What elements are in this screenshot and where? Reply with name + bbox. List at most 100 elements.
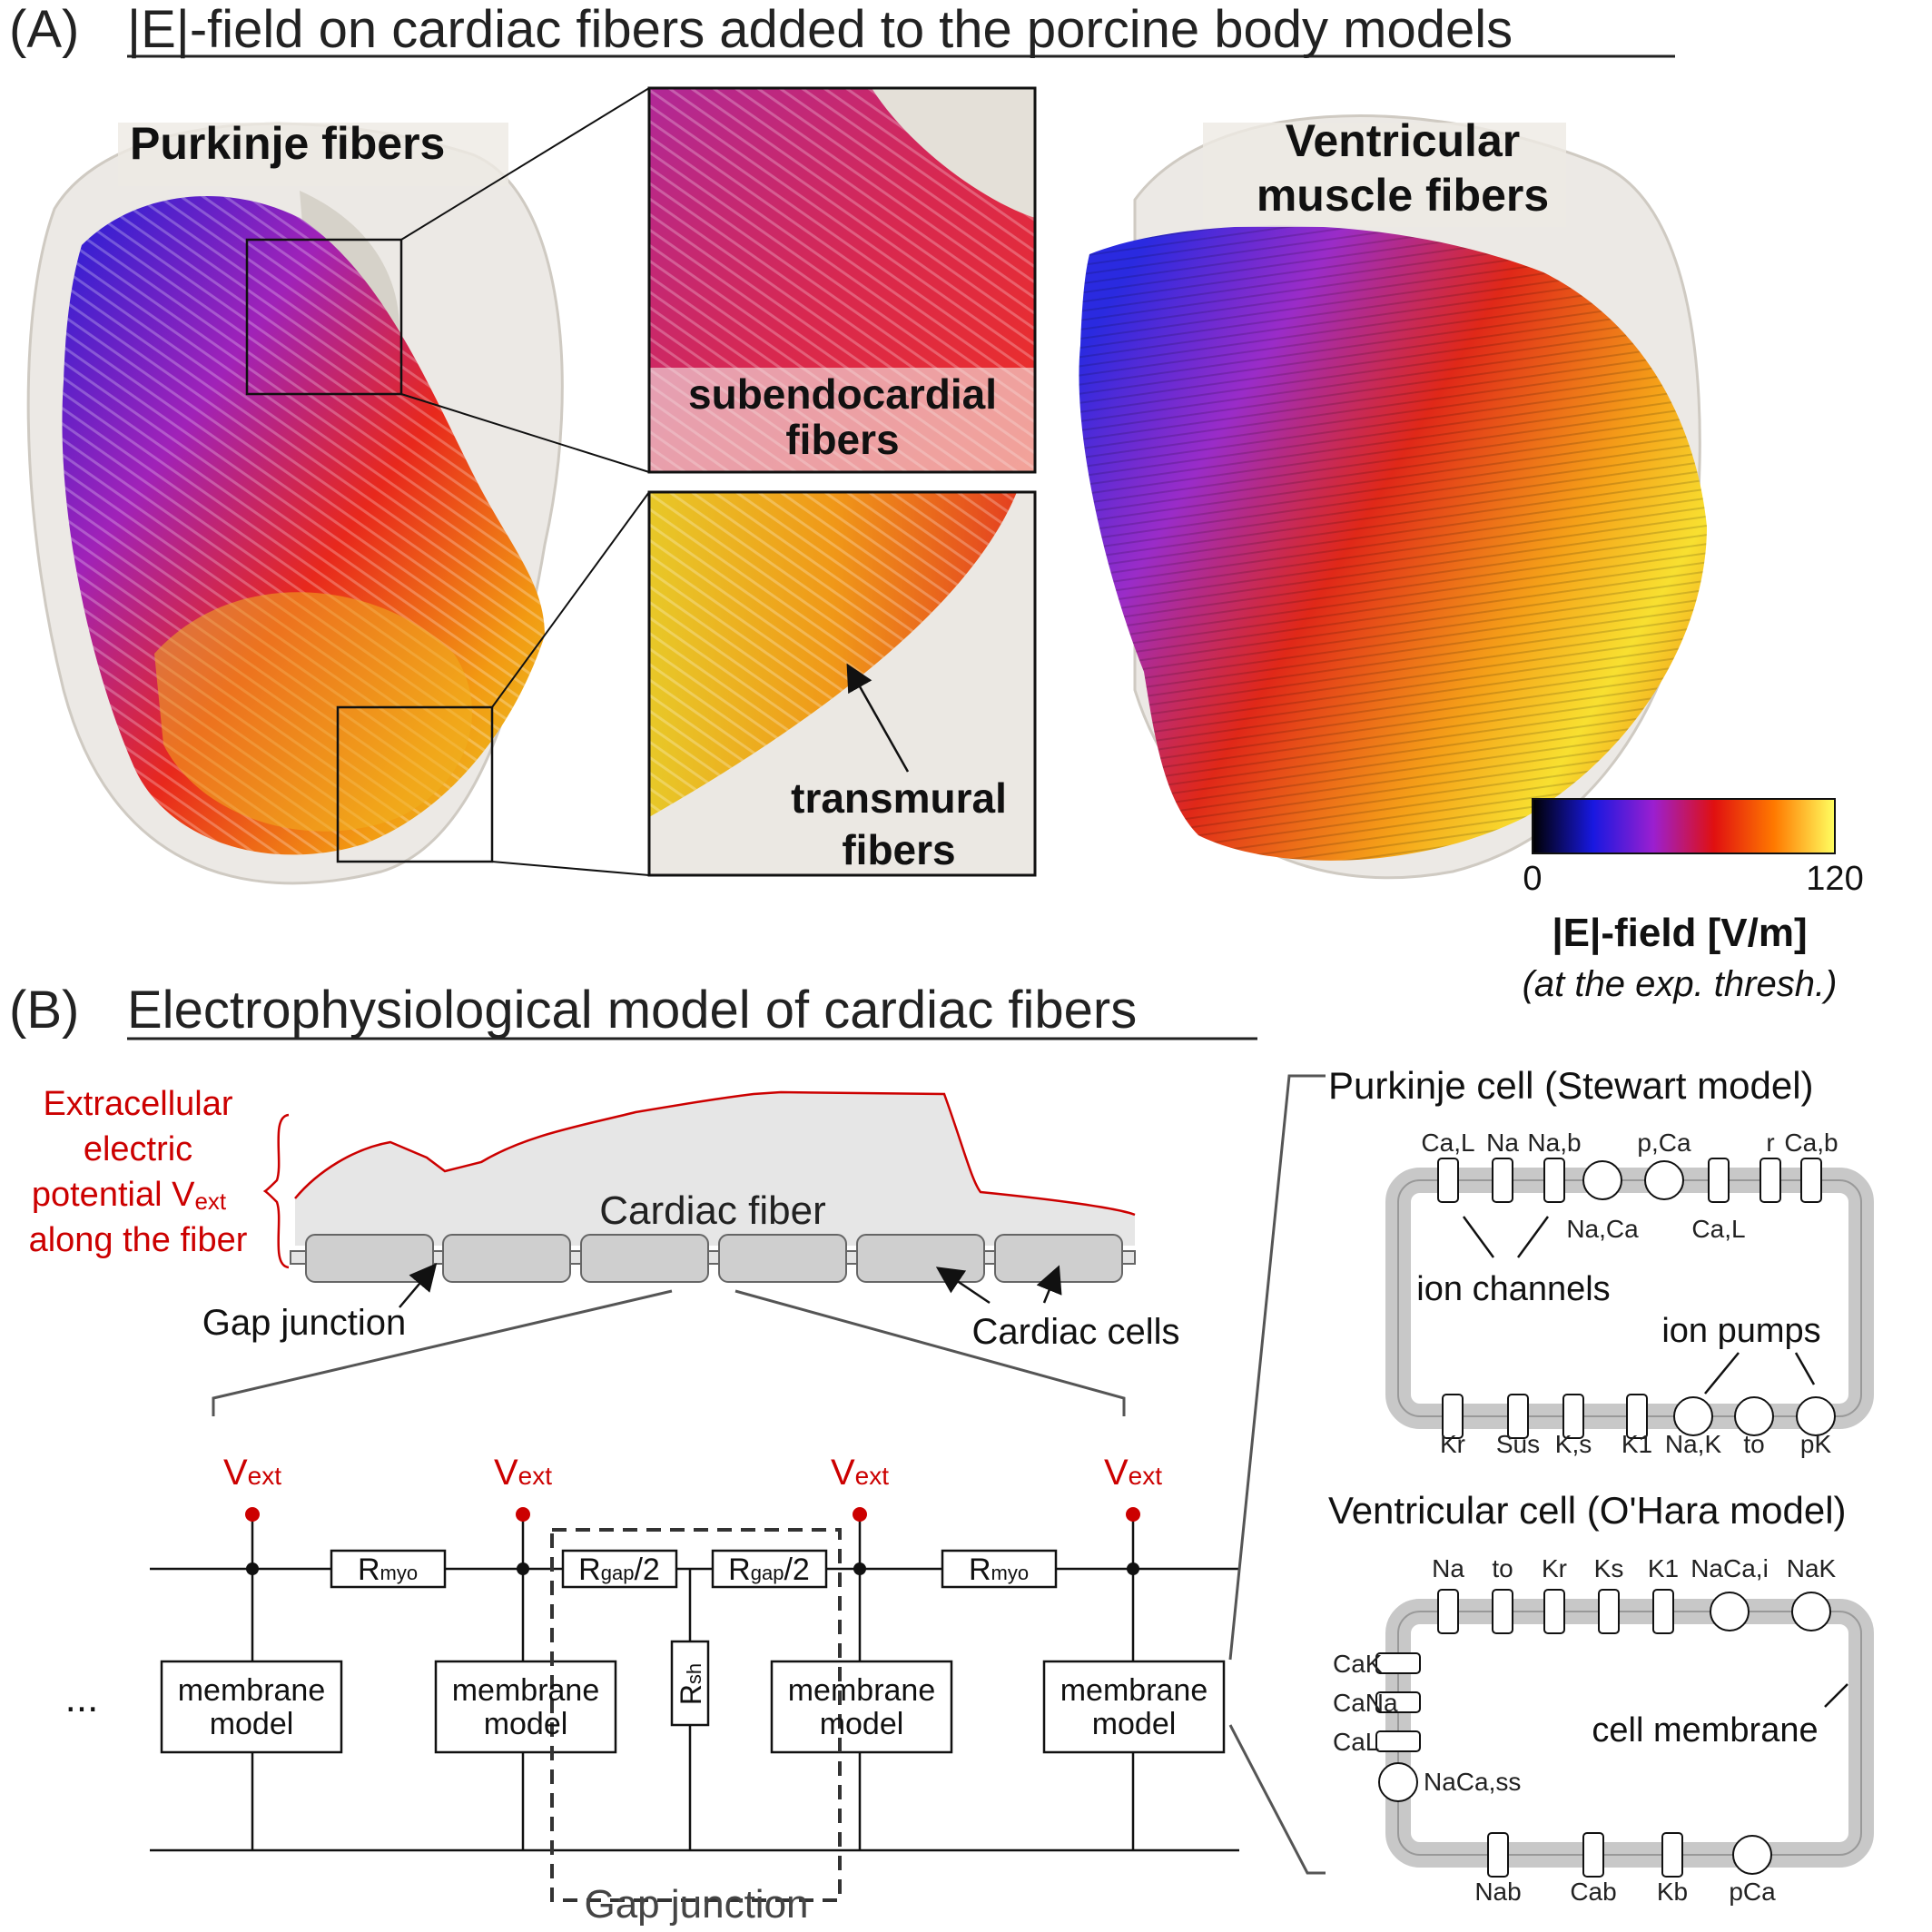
gap-junction-arrow bbox=[399, 1263, 438, 1308]
inset-subendocardial bbox=[647, 86, 1037, 474]
ion-pump bbox=[1734, 1396, 1774, 1436]
ion-label: NaCa,i bbox=[1690, 1554, 1769, 1582]
zoom-box-bottom bbox=[336, 705, 494, 863]
ion-label: to bbox=[1492, 1554, 1513, 1582]
membrane-model-label: model bbox=[484, 1707, 568, 1741]
colorbar-min: 0 bbox=[1523, 860, 1542, 898]
ion-label: Kr bbox=[1542, 1554, 1567, 1582]
ion-channel bbox=[1375, 1691, 1421, 1713]
ion-label: K1 bbox=[1648, 1554, 1679, 1582]
vext-label-2: electric bbox=[84, 1130, 192, 1168]
rsh-label: Rsh bbox=[675, 1663, 707, 1705]
membrane-model-label: membrane bbox=[178, 1673, 326, 1708]
ion-label: p,Ca bbox=[1637, 1129, 1691, 1157]
ion-pump bbox=[1710, 1592, 1750, 1631]
ion-label: Kb bbox=[1657, 1878, 1688, 1906]
ion-label: Sus bbox=[1496, 1430, 1540, 1458]
cardiac-cells-arrow bbox=[1036, 1265, 1062, 1304]
cell-membrane-label: cell membrane bbox=[1592, 1711, 1818, 1750]
vext-profile-curve bbox=[294, 1090, 1136, 1217]
ion-label: Na,K bbox=[1665, 1430, 1722, 1458]
ion-channel bbox=[1626, 1394, 1648, 1439]
ion-pump bbox=[1582, 1160, 1622, 1200]
ion-pump bbox=[1796, 1396, 1836, 1436]
purkinje-cell-title: Purkinje cell (Stewart model) bbox=[1328, 1064, 1814, 1107]
purkinje-heart-render bbox=[26, 122, 564, 885]
membrane-model-label: model bbox=[820, 1707, 904, 1741]
ion-channel bbox=[1492, 1158, 1513, 1203]
ion-channel bbox=[1375, 1652, 1421, 1674]
purkinje-label-cal2: Ca,L bbox=[1691, 1215, 1745, 1243]
panel-a-letter: (A) bbox=[9, 0, 79, 59]
transmural-label-2: fibers bbox=[842, 826, 955, 873]
ion-channel bbox=[1652, 1589, 1674, 1634]
cardiac-fiber-label: Cardiac fiber bbox=[599, 1188, 825, 1233]
ion-pump bbox=[1644, 1160, 1684, 1200]
ion-pump bbox=[1732, 1835, 1772, 1875]
rmyo-label: Rmyo bbox=[969, 1552, 1029, 1587]
vext-label-4: along the fiber bbox=[29, 1221, 248, 1259]
ion-label: Na bbox=[1486, 1129, 1519, 1157]
cardiac-cells-label: Cardiac cells bbox=[972, 1312, 1180, 1352]
ion-channel bbox=[1543, 1158, 1565, 1203]
ventricular-label-1: Ventricular bbox=[1286, 115, 1520, 166]
vext-profile-fill bbox=[295, 1092, 1135, 1246]
vext-label-1: Extracellular bbox=[43, 1085, 232, 1123]
ion-pump bbox=[1673, 1396, 1713, 1436]
circuit-diagram bbox=[150, 1507, 1239, 1902]
ion-pump-pointer bbox=[1794, 1352, 1816, 1385]
zoom-bracket-left bbox=[212, 1289, 673, 1416]
membrane-model-label: membrane bbox=[452, 1673, 600, 1708]
cell-bracket-top bbox=[1228, 1074, 1326, 1661]
ion-label: Cab bbox=[1570, 1878, 1616, 1906]
ion-label: CaNa bbox=[1333, 1689, 1398, 1717]
ion-channel bbox=[1375, 1730, 1421, 1752]
ion-label: CaL bbox=[1333, 1728, 1379, 1756]
subendocardial-label-2: fibers bbox=[785, 416, 899, 463]
ion-channel bbox=[1507, 1394, 1529, 1439]
gap-junction-arrow-label: Gap junction bbox=[202, 1303, 407, 1343]
panel-a-title: |E|-field on cardiac fibers added to the… bbox=[127, 0, 1513, 59]
transmural-arrow bbox=[846, 663, 910, 773]
ion-label: Na bbox=[1432, 1554, 1464, 1582]
cell-membrane-pointer bbox=[1824, 1683, 1848, 1708]
ion-label: to bbox=[1743, 1430, 1764, 1458]
zoom-bracket-right bbox=[734, 1289, 1126, 1416]
ventricular-cell-title: Ventricular cell (O'Hara model) bbox=[1328, 1489, 1847, 1532]
ion-label: NaK bbox=[1787, 1554, 1837, 1582]
panel-b-letter: (B) bbox=[9, 981, 79, 1040]
ion-channel bbox=[1760, 1158, 1781, 1203]
colorbar-max: 120 bbox=[1806, 860, 1863, 898]
ion-label: Kr bbox=[1440, 1430, 1465, 1458]
ventricular-label-bg bbox=[1203, 123, 1566, 227]
zoom-line bbox=[400, 87, 650, 241]
membrane-model-label: model bbox=[1092, 1707, 1177, 1741]
ion-label: pCa bbox=[1729, 1878, 1776, 1906]
ion-pump bbox=[1791, 1592, 1831, 1631]
purkinje-label-naca: Na,Ca bbox=[1566, 1215, 1639, 1243]
rgap-label: Rgap/2 bbox=[578, 1552, 660, 1587]
zoom-line bbox=[400, 393, 650, 473]
ion-pumps-label: ion pumps bbox=[1661, 1312, 1820, 1350]
ion-channel bbox=[1492, 1589, 1513, 1634]
ion-label: Na,b bbox=[1527, 1129, 1581, 1157]
ion-pump-pointer bbox=[1704, 1352, 1740, 1395]
cardiac-cells-arrow bbox=[935, 1267, 991, 1305]
vext-node-label: Vext bbox=[223, 1453, 281, 1493]
ion-channel-pointer bbox=[1462, 1216, 1495, 1258]
ion-channel-pointer bbox=[1516, 1216, 1550, 1258]
ion-channel bbox=[1582, 1832, 1604, 1878]
ion-channel bbox=[1598, 1589, 1620, 1634]
ion-channel bbox=[1543, 1589, 1565, 1634]
zoom-line bbox=[491, 491, 650, 708]
zoom-box-top bbox=[245, 238, 403, 396]
ion-label: K1 bbox=[1622, 1430, 1652, 1458]
membrane-model-label: model bbox=[210, 1707, 294, 1741]
ellipsis: ... bbox=[65, 1676, 99, 1720]
ion-channel bbox=[1442, 1394, 1464, 1439]
